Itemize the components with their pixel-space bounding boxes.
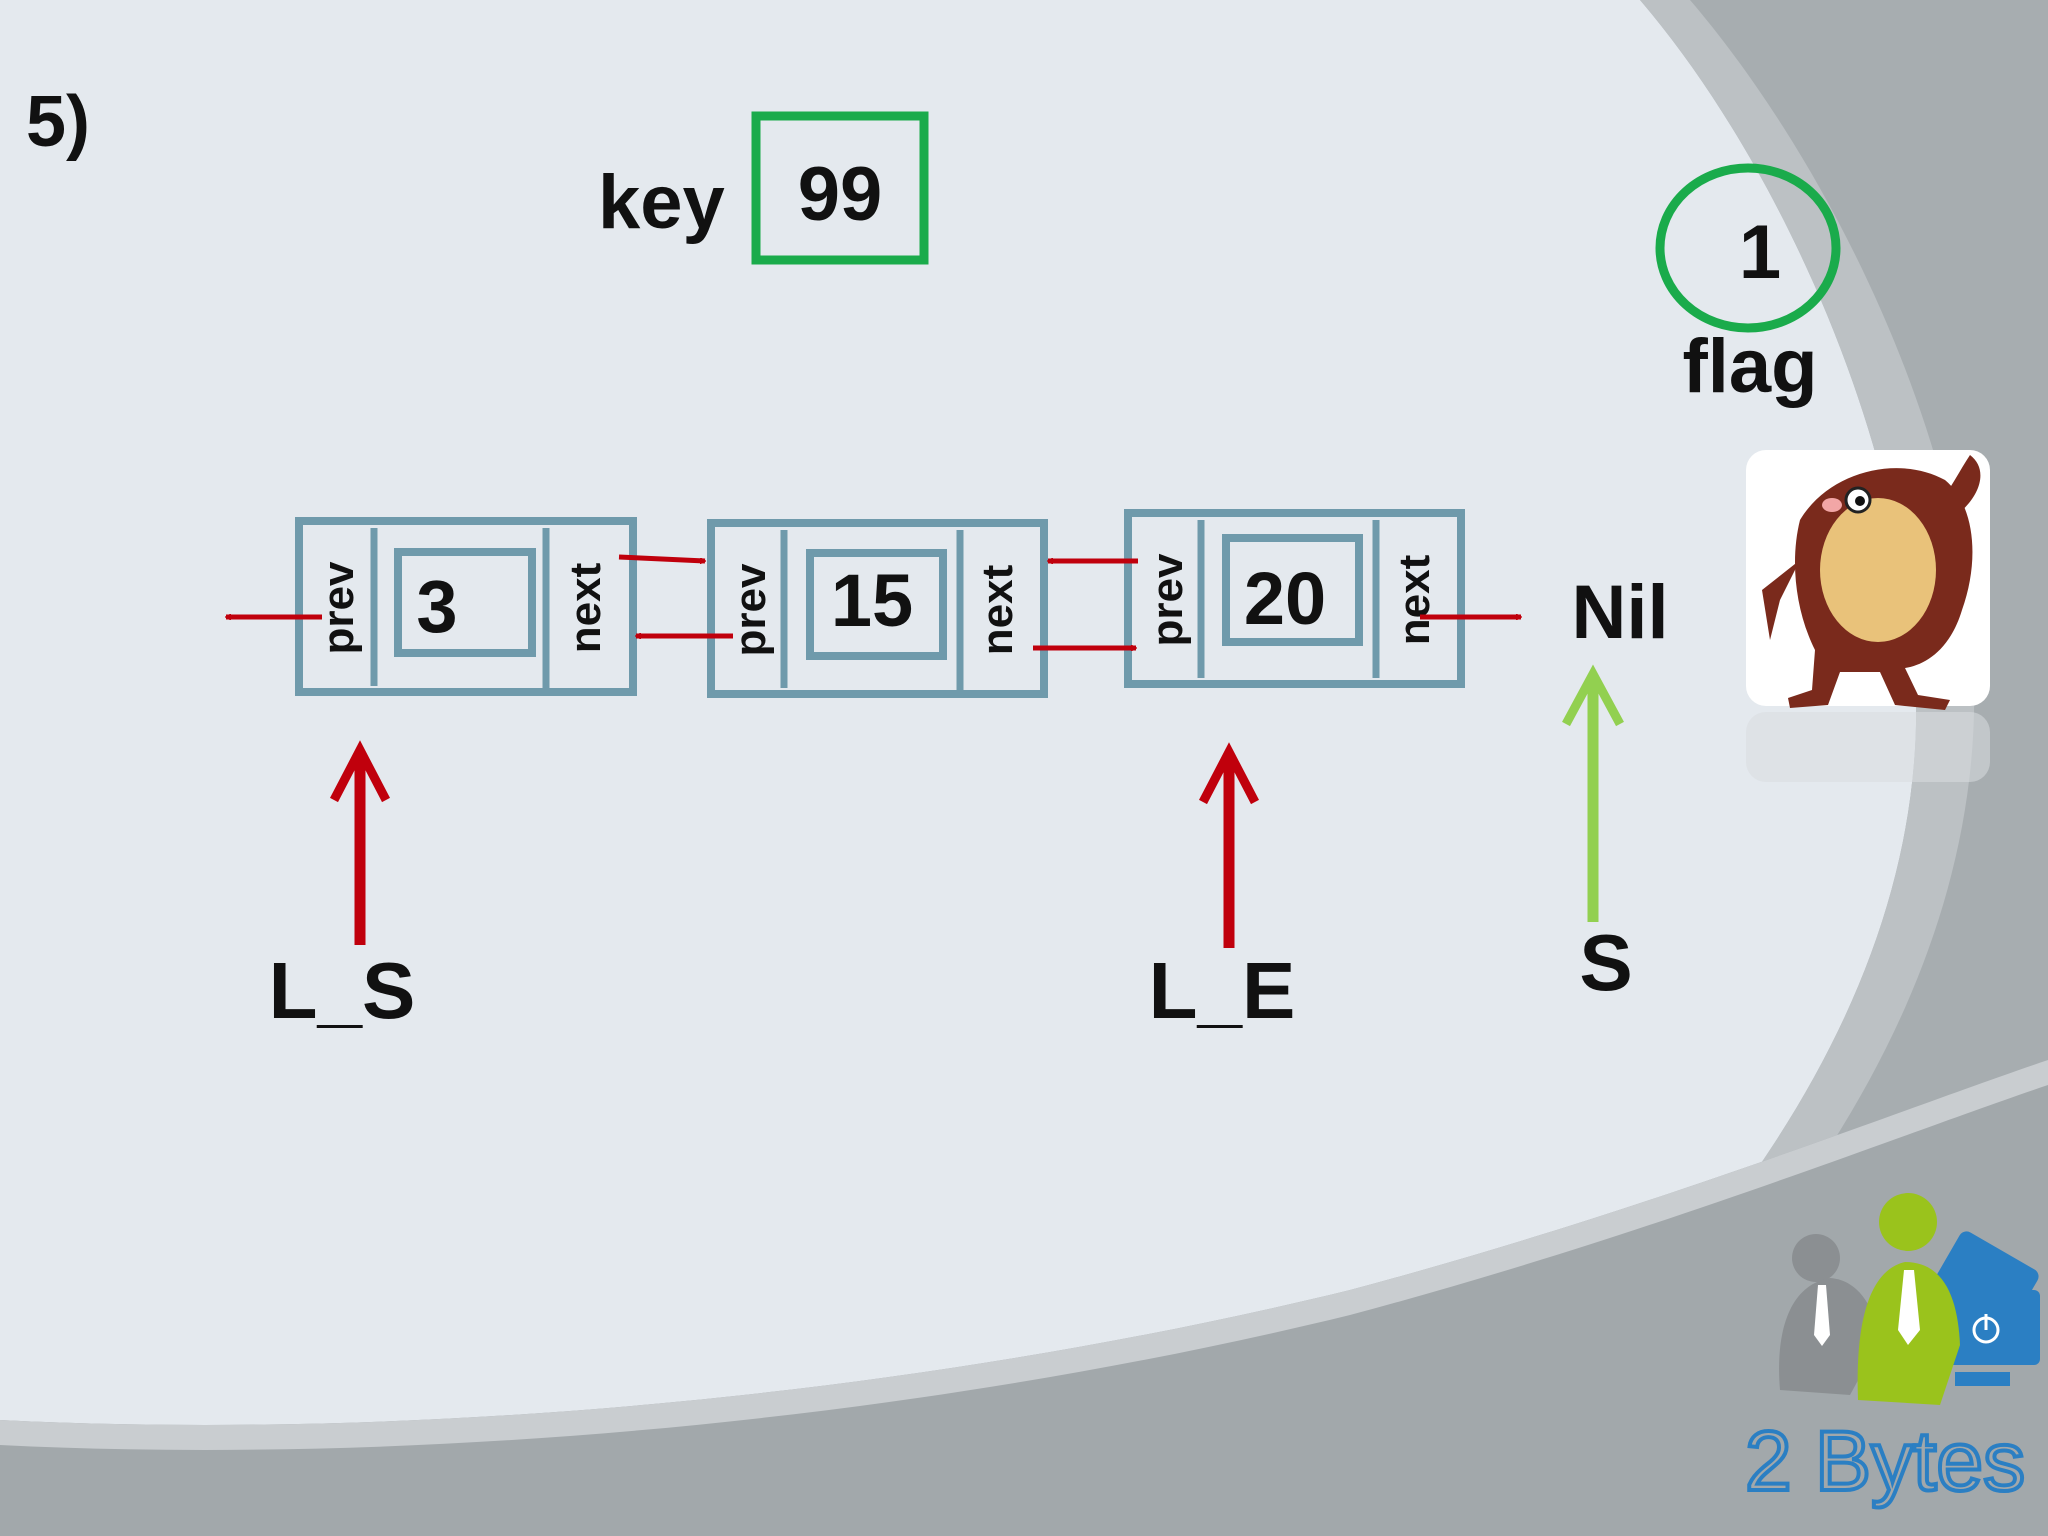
taz-cartoon-icon [1746, 450, 1990, 782]
flag-value: 1 [1739, 210, 1781, 295]
node-2-value: 15 [831, 559, 913, 642]
node-2-prev-label: prev [726, 563, 775, 656]
node-1-next-arrow [618, 554, 705, 561]
pointer-l-e-label: L_E [1149, 946, 1296, 1035]
2bytes-logo-icon: 2 Bytes [1743, 1193, 2040, 1510]
node-3-next-label: next [1390, 554, 1439, 645]
pointer-l-s: L_S [269, 740, 416, 1035]
step-label: 5) [26, 82, 90, 162]
pointer-l-s-label: L_S [269, 946, 416, 1035]
node-3-prev-label: prev [1143, 553, 1192, 646]
pointer-s: S [1562, 664, 1633, 1007]
node-3-value: 20 [1244, 557, 1326, 640]
node-2-next-label: next [973, 564, 1022, 655]
key-box [751, 111, 929, 265]
key-label: key [598, 160, 725, 245]
node-1-value: 3 [416, 565, 457, 648]
flag-circle [1655, 163, 1841, 333]
node-3: 20 prev next [1124, 509, 1465, 688]
nil-label: Nil [1571, 570, 1668, 655]
node-2: 15 prev next [707, 519, 1048, 698]
power-icon [1972, 1314, 2000, 1344]
node-1-next-label: next [561, 562, 610, 653]
node-1-prev-label: prev [314, 561, 363, 654]
node-1: 3 prev next [295, 517, 637, 696]
pointer-s-label: S [1579, 918, 1632, 1007]
link-arrows [226, 554, 1521, 648]
pointer-l-e: L_E [1149, 742, 1296, 1035]
logo-text: 2 Bytes [1745, 1414, 2025, 1508]
key-value: 99 [798, 152, 883, 237]
flag-label: flag [1682, 324, 1817, 409]
